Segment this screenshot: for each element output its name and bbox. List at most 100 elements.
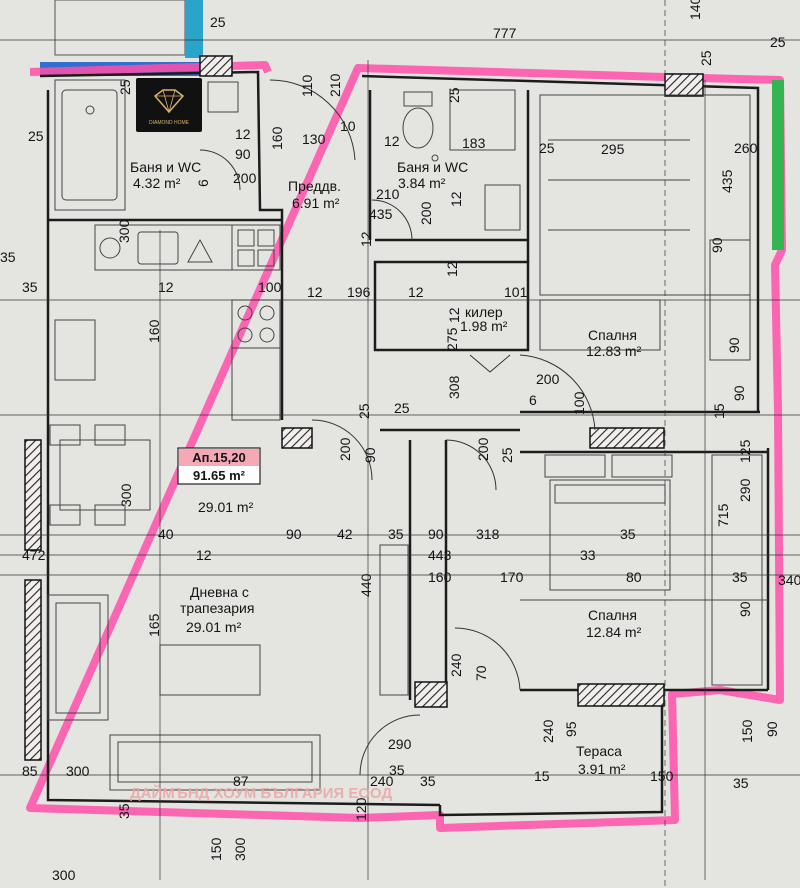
dim-label: 25 xyxy=(394,400,410,416)
dim-label: 35 xyxy=(0,249,16,265)
dim-label: 150 xyxy=(739,719,755,743)
pantry-area: 1.98 m² xyxy=(460,318,508,334)
dim-label: 35 xyxy=(733,775,749,791)
dim-label: 435 xyxy=(719,169,735,193)
kitchen-counter xyxy=(94,224,281,421)
dim-label: 275 xyxy=(444,327,460,351)
dim-label: 15 xyxy=(534,768,550,784)
dim-label: 35 xyxy=(389,762,405,778)
dim-label: 33 xyxy=(580,547,596,563)
door-swings xyxy=(199,79,596,776)
bedroom1-name: Спалня xyxy=(588,327,637,343)
dim-label: 35 xyxy=(22,279,38,295)
dim-label: 40 xyxy=(158,526,174,542)
bath1-area: 4.32 m² xyxy=(133,175,181,191)
dim-label: 300 xyxy=(66,763,90,779)
dim-label: 715 xyxy=(715,503,731,527)
pantry-name: килер xyxy=(465,304,503,320)
dim-label: 90 xyxy=(709,237,725,253)
dim-label: 42 xyxy=(337,526,353,542)
dim-label: 35 xyxy=(620,526,636,542)
living-area: 29.01 m² xyxy=(186,619,242,635)
green-wall xyxy=(772,80,784,250)
dim-label: 440 xyxy=(358,573,374,597)
dim-label: 90 xyxy=(362,447,378,463)
dim-label: 160 xyxy=(269,126,285,150)
dim-label: 25 xyxy=(770,34,786,50)
dim-label: 12 xyxy=(307,284,323,300)
dim-label: 200 xyxy=(475,437,491,461)
dim-label: 200 xyxy=(337,437,353,461)
dim-label: 35 xyxy=(116,803,132,819)
dim-label: 196 xyxy=(347,284,371,300)
dim-label: 160 xyxy=(146,319,162,343)
fixtures xyxy=(54,79,521,231)
terrace-name: Тераса xyxy=(576,743,622,759)
living-name-line2: трапезария xyxy=(180,600,254,616)
dim-label: 240 xyxy=(370,773,394,789)
living-furniture xyxy=(47,319,321,791)
dim-label: 90 xyxy=(731,385,747,401)
dim-label: 70 xyxy=(473,665,489,681)
hall-name: Преддв. xyxy=(288,178,341,194)
apartment-number: Ап.15,20 xyxy=(192,450,245,465)
dim-label: 15 xyxy=(711,403,727,419)
diamond-icon xyxy=(153,89,185,114)
dim-label: 12 xyxy=(235,126,251,142)
dim-label: 130 xyxy=(302,131,326,147)
dim-label: 95 xyxy=(563,721,579,737)
dim-label: 10 xyxy=(340,118,356,134)
room-labels: Баня и WC 4.32 m² Баня и WC 3.84 m² Пред… xyxy=(130,159,642,777)
bath2-area: 3.84 m² xyxy=(398,175,446,191)
dim-label: 90 xyxy=(428,526,444,542)
dim-label: 290 xyxy=(388,736,412,752)
dim-label: 200 xyxy=(233,170,257,186)
dim-label: 240 xyxy=(540,719,556,743)
dim-label: 12 xyxy=(446,307,462,323)
kitchen-area: 29.01 m² xyxy=(198,499,254,515)
dim-label: 25 xyxy=(698,50,714,66)
dim-label: 210 xyxy=(327,73,343,97)
dim-label: 25 xyxy=(117,79,133,95)
dim-label: 308 xyxy=(446,375,462,399)
dim-label: 777 xyxy=(493,25,517,41)
dim-label: 140 xyxy=(687,0,703,20)
dim-label: 12 xyxy=(408,284,424,300)
company-watermark: ДАЙМЪНД ХОУМ БЪЛГАРИЯ ЕООД xyxy=(130,784,392,802)
terrace-area: 3.91 m² xyxy=(578,761,626,777)
dim-label: 300 xyxy=(116,219,132,243)
dim-label: 90 xyxy=(737,601,753,617)
dim-label: 35 xyxy=(732,569,748,585)
dim-label: 12 xyxy=(158,279,174,295)
logo: DIAMOND HOME xyxy=(136,78,202,132)
dim-label: 125 xyxy=(737,439,753,463)
dim-label: 200 xyxy=(418,201,434,225)
dim-label: 90 xyxy=(286,526,302,542)
dim-label: 12 xyxy=(444,261,460,277)
dim-label: 165 xyxy=(146,613,162,637)
bedroom2-area: 12.84 m² xyxy=(586,624,642,640)
dim-label: 25 xyxy=(356,403,372,419)
dim-label: 12 xyxy=(196,547,212,563)
dim-label: 160 xyxy=(428,569,452,585)
dim-label: 100 xyxy=(571,391,587,415)
dim-label: 210 xyxy=(376,186,400,202)
dim-label: 170 xyxy=(500,569,524,585)
blue-wall-top xyxy=(185,0,203,58)
living-name-line1: Дневна с xyxy=(190,584,249,600)
dim-label: 183 xyxy=(462,135,486,151)
dim-label: 80 xyxy=(626,569,642,585)
dim-label: 6 xyxy=(529,392,537,408)
bath2-name: Баня и WC xyxy=(397,159,468,175)
dim-label: 25 xyxy=(499,447,515,463)
bath1-name: Баня и WC xyxy=(130,159,201,175)
dim-label: 120 xyxy=(353,797,369,821)
apartment-label: Ап.15,20 91.65 m² xyxy=(177,447,261,485)
dim-label: 472 xyxy=(22,547,46,563)
dim-label: 6 xyxy=(195,179,211,187)
dim-label: 240 xyxy=(448,653,464,677)
